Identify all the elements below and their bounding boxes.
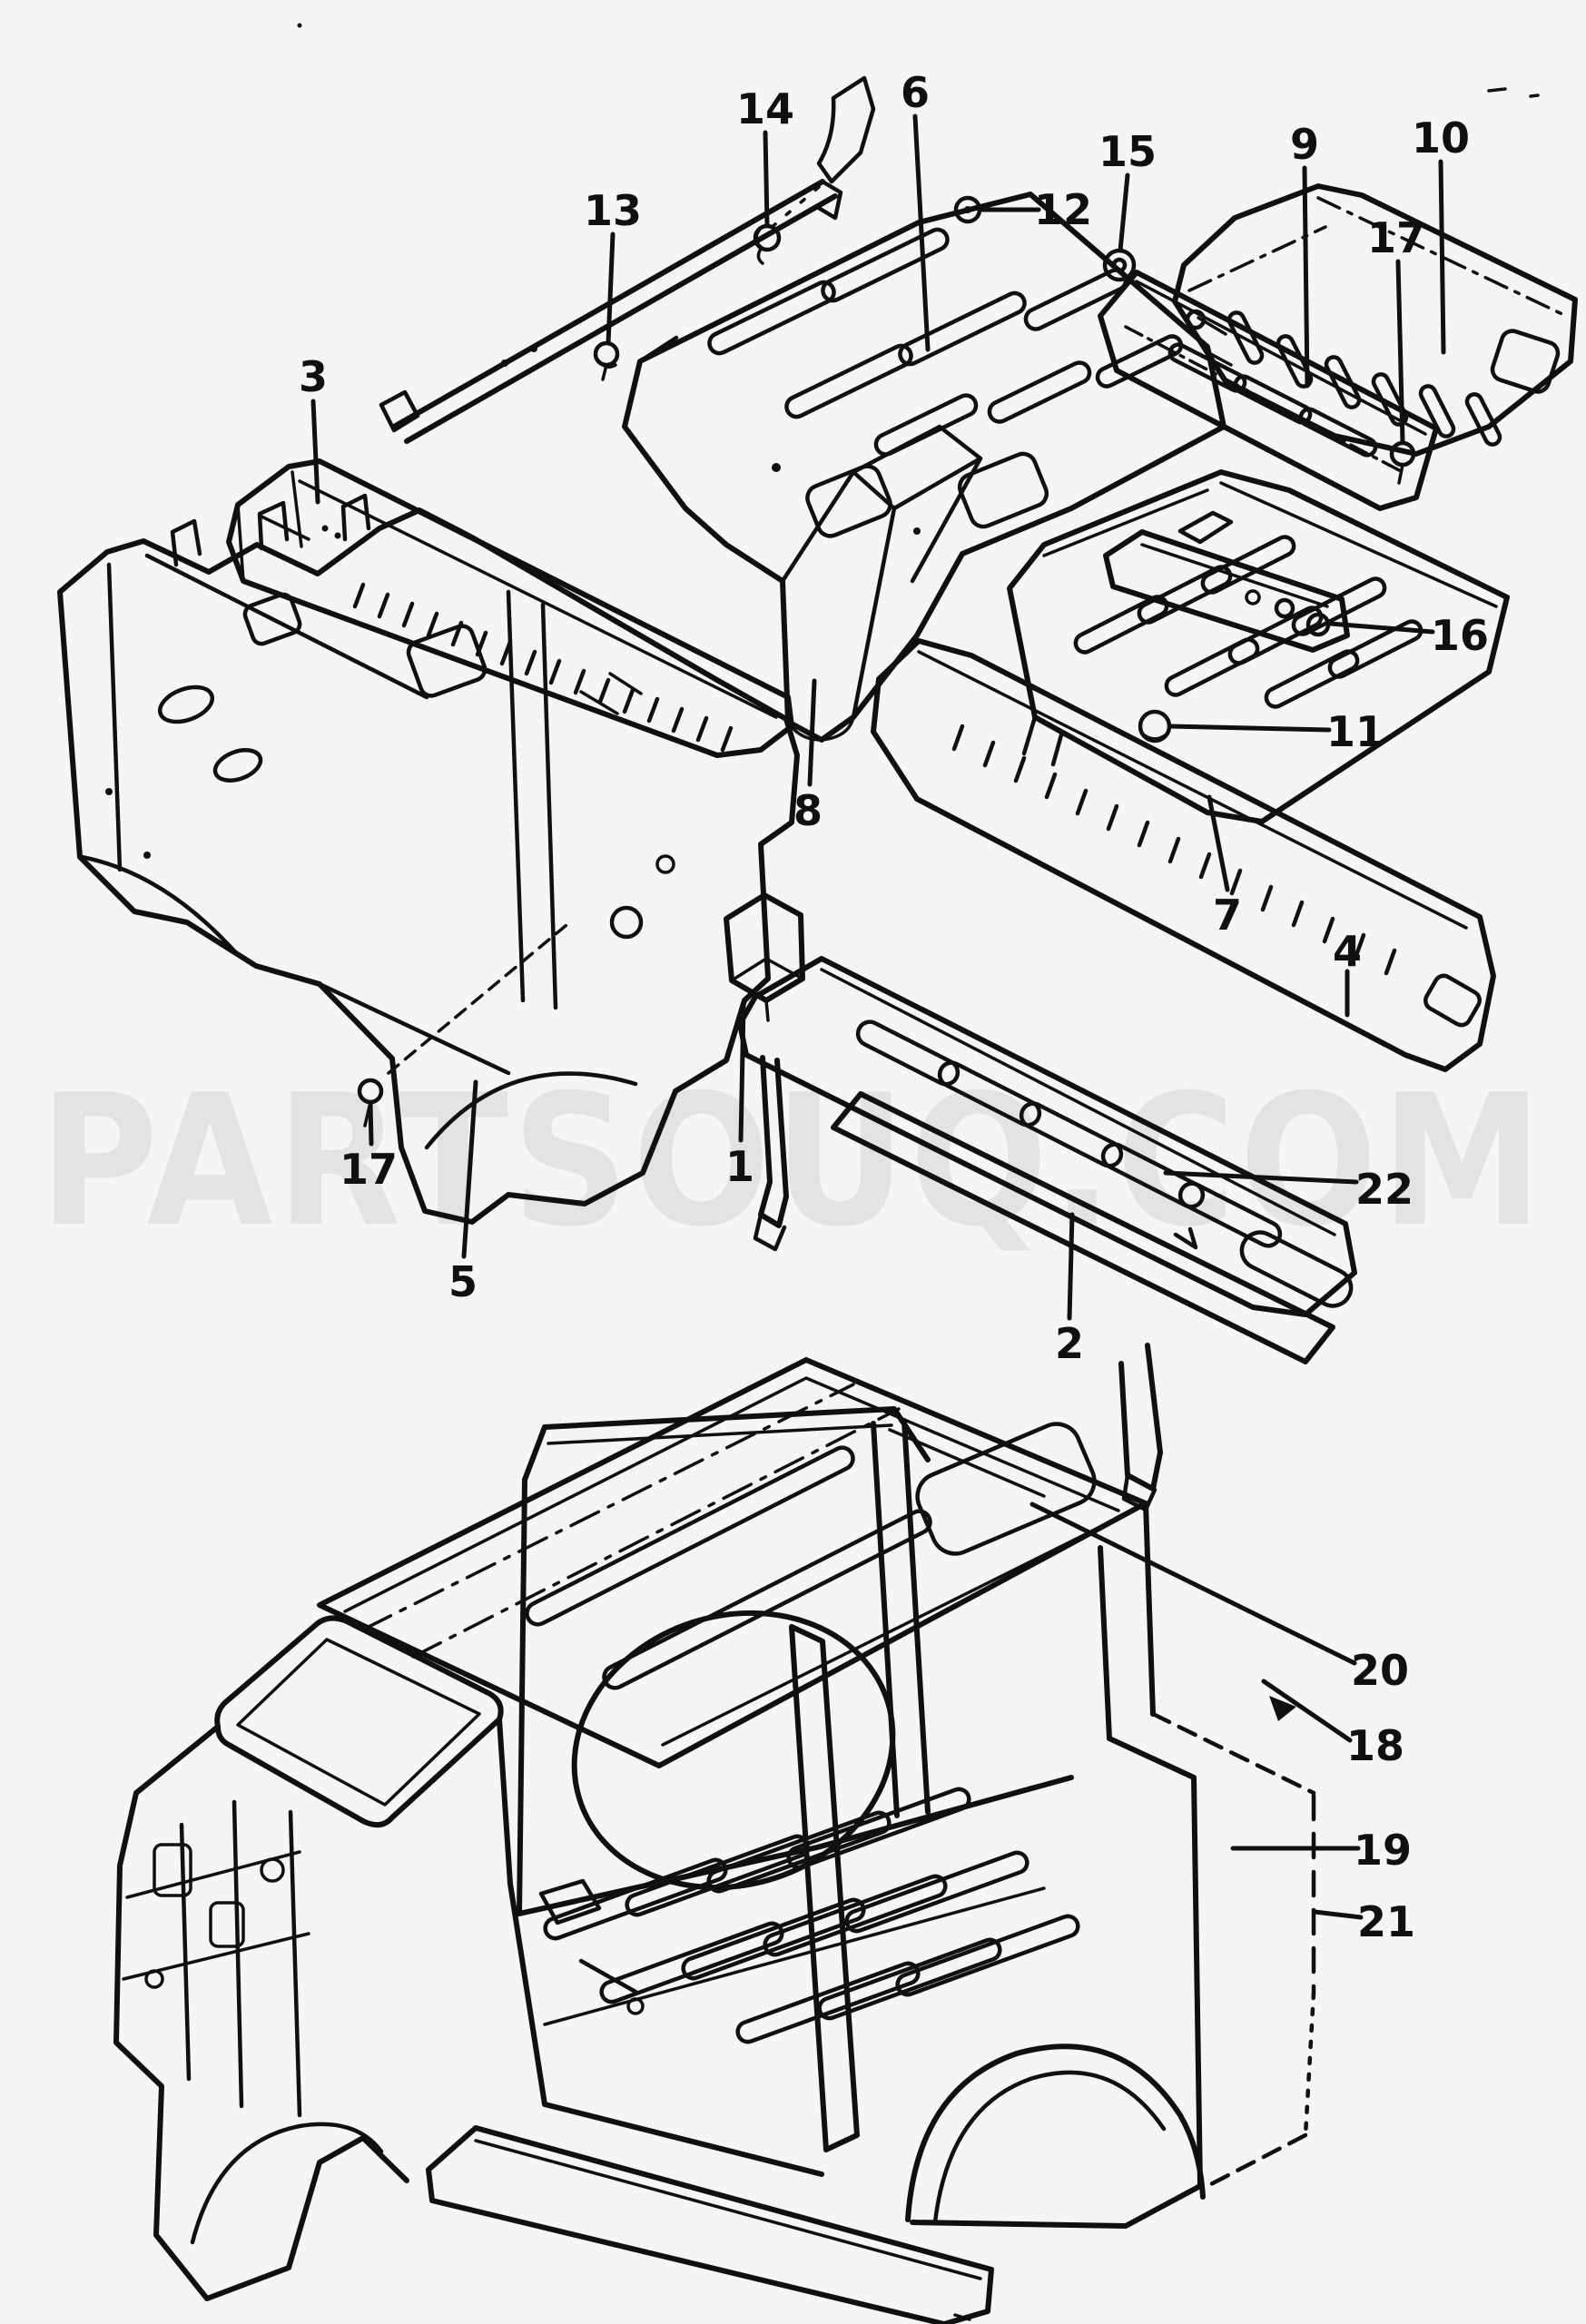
watermark-text: PARTSOUQ.COM [39, 1056, 1546, 1267]
leader-line-7 [1207, 794, 1230, 892]
callout-7[interactable]: 7 [1213, 891, 1242, 940]
callout-17[interactable]: 17 [1367, 213, 1425, 262]
leader-line-13 [606, 231, 616, 346]
callout-11[interactable]: 11 [1326, 707, 1384, 756]
callout-10[interactable]: 10 [1412, 113, 1470, 162]
support-bracket-part16 [1103, 510, 1350, 653]
leader-line-3 [310, 399, 320, 505]
leader-line-14 [763, 130, 770, 228]
floor-side-member-part9 [1098, 270, 1439, 511]
callout-16[interactable]: 16 [1431, 611, 1489, 660]
leader-line-6 [912, 113, 931, 352]
leader-line-2 [1067, 1212, 1075, 1321]
rear-upper-panel-part4 [871, 638, 1496, 1072]
leader-line-9 [1302, 165, 1310, 389]
leader-line-17 [1395, 259, 1405, 445]
callout-1[interactable]: 1 [725, 1142, 754, 1191]
callout-20[interactable]: 20 [1351, 1646, 1409, 1695]
leader-line-20 [1029, 1502, 1357, 1666]
leader-line-22 [1163, 1170, 1359, 1185]
callout-21[interactable]: 21 [1357, 1897, 1415, 1946]
leader-line-15 [1118, 172, 1130, 253]
leader-line-5 [461, 1079, 478, 1259]
callout-15[interactable]: 15 [1098, 127, 1157, 176]
callout-4[interactable]: 4 [1333, 927, 1362, 976]
cab-body-drawing [113, 1357, 1316, 2324]
callout-6[interactable]: 6 [901, 68, 930, 117]
callout-18[interactable]: 18 [1346, 1721, 1404, 1770]
callout-17[interactable]: 17 [340, 1145, 398, 1194]
leader-line-21 [1312, 1909, 1364, 1920]
leader-line-16 [1328, 621, 1435, 635]
callout-22[interactable]: 22 [1355, 1165, 1414, 1214]
leader-line-18 [1261, 1679, 1353, 1743]
leader-line-11 [1167, 724, 1332, 733]
callout-3[interactable]: 3 [299, 352, 328, 401]
leader-line-10 [1438, 159, 1446, 355]
leader-line-1 [738, 1003, 746, 1143]
callout-8[interactable]: 8 [793, 786, 823, 835]
callout-19[interactable]: 19 [1354, 1826, 1412, 1875]
callout-14[interactable]: 14 [736, 84, 794, 133]
sill-strip-part13 [379, 75, 876, 444]
callout-2[interactable]: 2 [1055, 1319, 1084, 1368]
callout-13[interactable]: 13 [584, 186, 642, 235]
callout-12[interactable]: 12 [1034, 185, 1092, 234]
callout-5[interactable]: 5 [448, 1257, 478, 1306]
callout-9[interactable]: 9 [1290, 120, 1319, 169]
rear-floor-panel-part7 [1007, 469, 1510, 824]
leader-line-17 [368, 1101, 374, 1147]
leader-line-8 [807, 678, 817, 787]
